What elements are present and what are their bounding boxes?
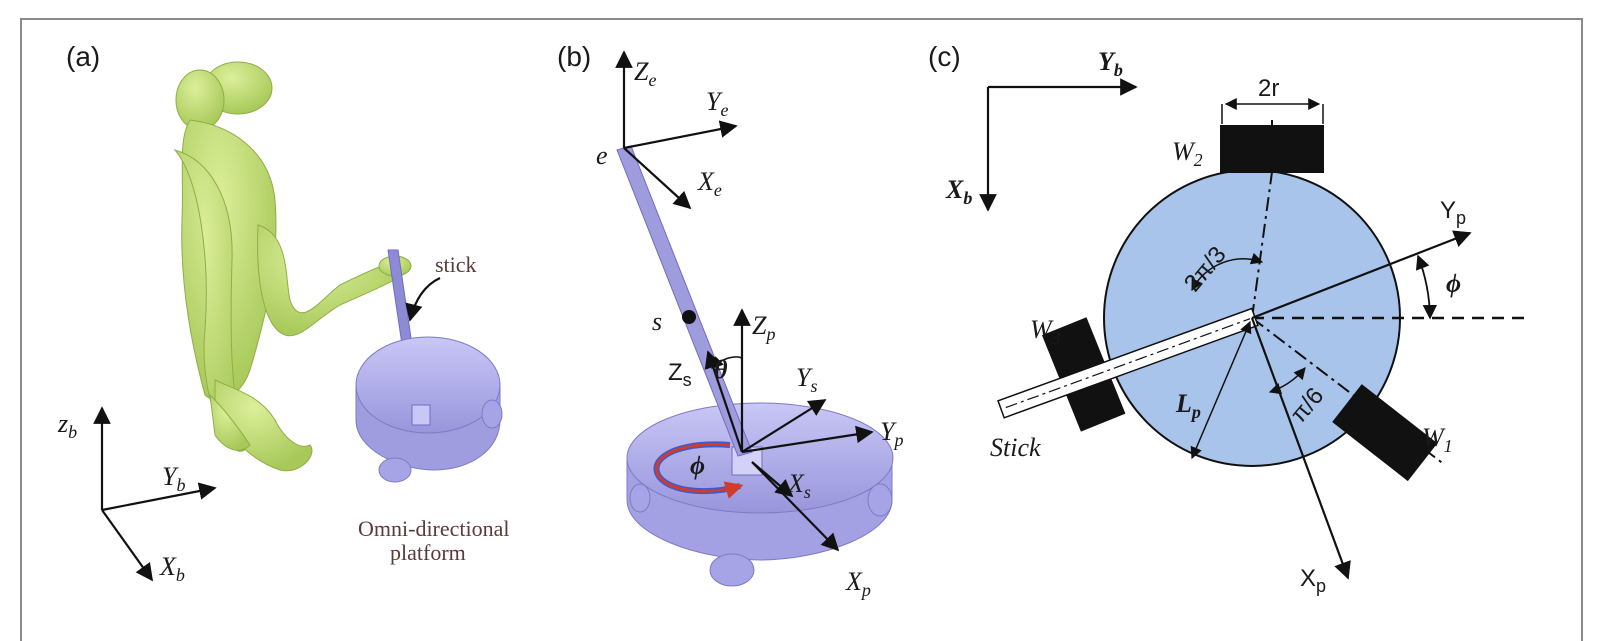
base-frame-c: Yb Xb xyxy=(945,47,1138,212)
angle-pi6-arc xyxy=(1268,367,1306,395)
axis-zp-b-label: Zp xyxy=(752,311,775,344)
axis-zb-a-label: zb xyxy=(57,409,77,442)
stick-label-a: stick xyxy=(435,252,477,277)
axis-xb-a-label: Xb xyxy=(159,552,185,585)
figure-frame xyxy=(20,18,1583,641)
axis-yp-b-label: Yp xyxy=(880,417,903,450)
point-e-label: e xyxy=(596,141,608,170)
wheel-w2 xyxy=(1220,120,1324,173)
stick-pointer-arrow xyxy=(405,277,441,322)
dim-lp xyxy=(1190,320,1252,460)
axis-xp-c-label: Xp xyxy=(1300,565,1326,596)
stick-label-c: Stick xyxy=(990,433,1041,462)
platform-label-line1: Omni-directional xyxy=(358,516,510,541)
platform-a xyxy=(355,336,503,483)
axis-ye-label: Ye xyxy=(706,87,728,120)
axis-xp-b-label: Xp xyxy=(845,567,871,600)
theta-label: θ xyxy=(714,355,728,384)
base-frame-a: zb Yb Xb xyxy=(57,406,217,585)
dim-lp-label: Lp xyxy=(1175,389,1201,422)
stick-b xyxy=(616,145,753,457)
panel-a: (a) stick Omni-directional pla xyxy=(57,41,510,585)
dim-2r-label: 2r xyxy=(1258,75,1279,102)
axis-xb-c-label: Xb xyxy=(945,175,972,208)
wheel-w3-label: W3 xyxy=(1030,315,1061,348)
axis-zs-label: Zs xyxy=(668,359,692,390)
axis-yp-c xyxy=(1251,230,1472,320)
panel-b: (b) ϕ Ze Ye Xe e xyxy=(557,41,903,600)
wheel-w1 xyxy=(1332,384,1438,482)
rotation-arrow-phi: ϕ xyxy=(653,441,744,499)
w2-center-line xyxy=(1251,171,1273,319)
dim-2r: 2r xyxy=(1221,75,1324,124)
frame-e: Ze Ye Xe e xyxy=(596,50,738,210)
panel-c: (c) Yb Xb 2r xyxy=(928,41,1528,596)
panel-c-label: (c) xyxy=(928,41,961,72)
phi-label-c: ϕ xyxy=(1446,269,1461,298)
wheel-w1-label: W1 xyxy=(1422,423,1453,456)
axis-xe-label: Xe xyxy=(697,167,722,200)
angle-2pi3-arc xyxy=(1191,252,1264,292)
panel-b-label: (b) xyxy=(557,41,591,72)
axis-ys-label: Ys xyxy=(796,363,817,396)
phi-label-b: ϕ xyxy=(690,451,705,480)
frame-p-s: Zp Zs θ Ys Yp Xs Xp xyxy=(668,308,903,600)
axis-xs-label: Xs xyxy=(787,469,811,502)
wheel-w2-label: W2 xyxy=(1172,137,1203,170)
axis-xp-c xyxy=(1250,317,1351,580)
axis-yb-a-label: Yb xyxy=(162,462,185,495)
phi-arc-c xyxy=(1415,254,1438,320)
point-s xyxy=(682,310,696,324)
axis-ze-label: Ze xyxy=(634,57,656,90)
point-s-label: s xyxy=(652,307,662,336)
axis-yp-c-label: Yp xyxy=(1440,197,1466,228)
axis-yb-c-label: Yb xyxy=(1098,47,1123,80)
platform-label-line2: platform xyxy=(390,540,466,565)
platform-b xyxy=(626,402,894,587)
w1-center-line xyxy=(1251,317,1446,466)
panel-a-label: (a) xyxy=(66,41,100,72)
